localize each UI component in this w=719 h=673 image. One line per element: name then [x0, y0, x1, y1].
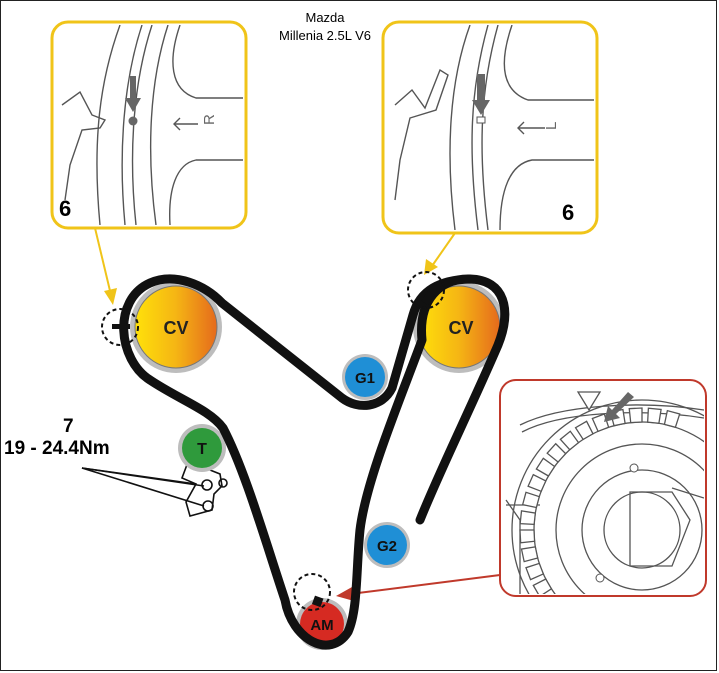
- idler-pulley-g1: [345, 357, 385, 397]
- sprocket-tooth: [559, 430, 580, 451]
- right-step-number: 6: [562, 200, 574, 225]
- tensioner-torque-note: 7 19 - 24.4Nm: [4, 416, 110, 460]
- torque-leader-lines: [81, 467, 205, 507]
- sprocket-tooth: [591, 413, 610, 433]
- title-model: Millenia 2.5L V6: [278, 28, 371, 43]
- timing-marks: [101, 271, 445, 611]
- sprocket-tooth: [519, 529, 536, 544]
- right-direction-letter: L: [543, 122, 560, 130]
- sprocket-tooth: [574, 420, 594, 441]
- sprocket-tooth: [519, 510, 537, 526]
- g2-label: G2: [377, 538, 397, 555]
- sprocket-tooth: [663, 409, 681, 429]
- crank-callout: [499, 379, 707, 597]
- sprocket-tooth: [520, 546, 539, 563]
- sprocket-tooth: [646, 407, 662, 425]
- sprocket-tooth: [546, 442, 567, 463]
- crankshaft-pulley: [300, 602, 344, 646]
- left-cv-label: CV: [163, 318, 188, 338]
- leader-arrows: [94, 227, 501, 601]
- diagram-title: Mazda Millenia 2.5L V6: [240, 9, 410, 45]
- right-callout: L 6: [381, 20, 599, 235]
- sprocket-tooth: [521, 491, 541, 509]
- left-direction-letter: R: [201, 114, 218, 125]
- sprocket-tooth: [525, 562, 545, 581]
- left-step-number: 6: [59, 196, 71, 221]
- sprocket-tooth: [532, 578, 553, 594]
- sprocket-tooth: [527, 473, 547, 493]
- timing-belt: [119, 274, 510, 650]
- torque-step-number: 7: [63, 416, 74, 437]
- left-callout: R 6: [50, 20, 248, 230]
- sprocket-tooth: [535, 457, 556, 477]
- idler-pulley-g2: [367, 525, 407, 565]
- tensioner-pulley: [182, 428, 222, 468]
- sprocket-tooth: [628, 407, 643, 424]
- g1-label: G1: [355, 370, 375, 387]
- torque-value: 19 - 24.4Nm: [4, 438, 110, 459]
- title-make: Mazda: [305, 10, 345, 25]
- right-cv-label: CV: [448, 318, 473, 338]
- left-cam-timing-mark: [101, 308, 139, 346]
- crank-timing-mark: [293, 573, 331, 611]
- tensioner-label: T: [197, 441, 207, 458]
- left-camshaft-pulley: [134, 285, 218, 369]
- right-cam-timing-mark: [407, 271, 445, 309]
- crank-label: AM: [310, 617, 333, 634]
